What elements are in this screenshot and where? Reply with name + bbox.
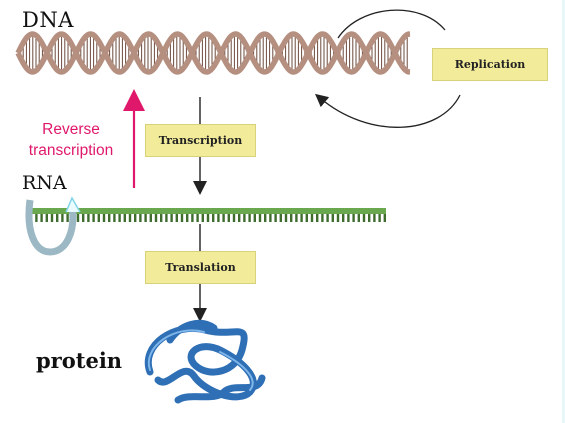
- rna-base: [295, 214, 298, 222]
- dna-strand-back: [15, 31, 411, 75]
- rna-base: [274, 214, 277, 222]
- rna-base: [310, 214, 314, 222]
- rna-backbone: [28, 208, 386, 214]
- rna-base: [45, 214, 48, 222]
- rna-base: [383, 214, 386, 222]
- rna-swirl-icon: [25, 199, 77, 256]
- rna-base: [76, 214, 80, 222]
- rna-base: [264, 214, 267, 222]
- rna-base: [134, 214, 137, 222]
- rna-base: [118, 214, 121, 222]
- translation-label-box: Translation: [145, 251, 256, 284]
- rna-base: [66, 214, 69, 222]
- rna-base: [258, 214, 262, 222]
- rna-base: [92, 214, 95, 222]
- dna-double-helix: [15, 31, 411, 75]
- rna-base: [165, 214, 168, 222]
- dna-label: DNA: [22, 8, 74, 32]
- rna-base: [331, 214, 334, 222]
- rna-base: [170, 214, 173, 222]
- rna-base: [222, 214, 225, 222]
- rna-base: [82, 214, 85, 222]
- rna-base: [227, 214, 230, 222]
- rna-base: [316, 214, 319, 222]
- rna-base: [40, 214, 43, 222]
- rna-base: [50, 214, 54, 222]
- rna-base: [123, 214, 126, 222]
- rna-base: [300, 214, 303, 222]
- rna-base: [232, 214, 236, 222]
- rna-base: [305, 214, 308, 222]
- rna-base: [108, 214, 111, 222]
- transcription-label-box: Transcription: [145, 124, 256, 157]
- protein-structure-icon: [144, 319, 266, 404]
- rna-base: [373, 214, 376, 222]
- rna-base: [35, 214, 38, 222]
- dna-strand-front: [15, 31, 411, 75]
- right-edge-divider: [562, 0, 565, 423]
- rna-base: [180, 214, 184, 222]
- rna-base: [144, 214, 147, 222]
- rna-base: [212, 214, 215, 222]
- rna-base: [347, 214, 350, 222]
- rna-base: [196, 214, 199, 222]
- rna-label: RNA: [22, 172, 67, 194]
- rna-base: [279, 214, 282, 222]
- rna-strand: [28, 208, 386, 222]
- rna-base: [139, 214, 142, 222]
- rna-base: [154, 214, 158, 222]
- rna-base: [290, 214, 293, 222]
- replication-label-box: Replication: [432, 48, 548, 81]
- rna-base: [368, 214, 371, 222]
- replication-cycle-arrow-top: [337, 9, 446, 39]
- rna-base: [201, 214, 204, 222]
- protein-structure-highlight: [147, 329, 254, 391]
- rna-base: [238, 214, 241, 222]
- rna-base: [357, 214, 360, 222]
- rna-base: [362, 214, 366, 222]
- rna-base: [326, 214, 329, 222]
- rna-base: [336, 214, 340, 222]
- rna-base: [56, 214, 59, 222]
- rna-base: [160, 214, 163, 222]
- rna-base: [175, 214, 178, 222]
- rna-base: [217, 214, 220, 222]
- rna-base: [352, 214, 355, 222]
- rna-base: [87, 214, 90, 222]
- rna-base: [113, 214, 116, 222]
- rna-base: [206, 214, 210, 222]
- rna-base: [321, 214, 324, 222]
- rna-swirl-highlight: [65, 196, 81, 213]
- rna-base: [102, 214, 106, 222]
- rna-base: [191, 214, 194, 222]
- rna-base: [97, 214, 100, 222]
- rna-base: [342, 214, 345, 222]
- reverse-transcription-label: Reverse transcription: [28, 121, 114, 159]
- rna-base: [61, 214, 64, 222]
- rna-base: [149, 214, 152, 222]
- replication-cycle-arrow-bottom: [315, 93, 461, 128]
- rna-base: [243, 214, 246, 222]
- rna-base: [248, 214, 251, 222]
- rna-base: [378, 214, 381, 222]
- rna-base: [186, 214, 189, 222]
- rna-base: [284, 214, 288, 222]
- protein-label: protein: [36, 348, 123, 373]
- rna-base: [253, 214, 256, 222]
- rna-base: [269, 214, 272, 222]
- rna-base: [128, 214, 132, 222]
